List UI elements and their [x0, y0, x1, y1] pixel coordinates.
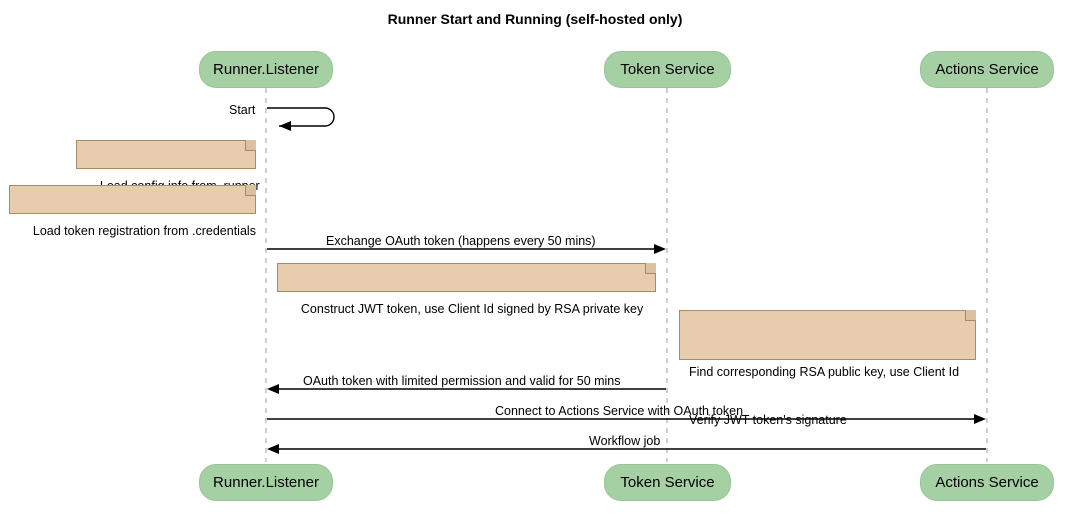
message-arrow-oauth-token-return: [267, 384, 666, 394]
participant-label: Token Service: [620, 474, 715, 491]
message-label-start: Start: [229, 103, 256, 117]
note-text-line-2: Verify JWT token's signature: [689, 413, 847, 427]
message-label-oauth-token-return: OAuth token with limited permission and …: [303, 374, 621, 388]
note-text-line-1: Find corresponding RSA public key, use C…: [689, 365, 960, 379]
message-arrow-start: [267, 107, 335, 131]
note-text: Construct JWT token, use Client Id signe…: [300, 302, 644, 316]
note-load-config: Load config info from .runner: [76, 140, 260, 193]
participant-label: Runner.Listener: [213, 61, 319, 78]
note-text: Load token registration from .credential…: [32, 224, 256, 238]
participant-label: Runner.Listener: [213, 474, 319, 491]
participant-runner-listener-top[interactable]: Runner.Listener: [199, 51, 333, 88]
participant-runner-listener-bottom[interactable]: Runner.Listener: [199, 464, 333, 501]
participant-label: Actions Service: [935, 474, 1039, 491]
diagram-title: Runner Start and Running (self-hosted on…: [387, 11, 683, 27]
participant-token-service-top[interactable]: Token Service: [604, 51, 731, 88]
participant-actions-service-bottom[interactable]: Actions Service: [920, 464, 1054, 501]
participant-label: Token Service: [620, 61, 715, 78]
message-label-workflow-job: Workflow job: [589, 434, 661, 448]
message-arrow-exchange-oauth-token: [267, 244, 666, 254]
note-fold-corner: [645, 263, 656, 274]
participant-actions-service-top[interactable]: Actions Service: [920, 51, 1054, 88]
participant-label: Actions Service: [935, 61, 1039, 78]
message-label-connect-actions-service: Connect to Actions Service with OAuth to…: [495, 404, 744, 418]
note-fold-corner: [245, 140, 256, 151]
participant-token-service-bottom[interactable]: Token Service: [604, 464, 731, 501]
note-construct-jwt: Construct JWT token, use Client Id signe…: [277, 263, 656, 316]
message-arrow-connect-actions-service: [267, 414, 986, 424]
message-label-exchange-oauth-token: Exchange OAuth token (happens every 50 m…: [326, 234, 596, 248]
note-verify-jwt: Find corresponding RSA public key, use C…: [679, 310, 976, 427]
note-fold-corner: [965, 310, 976, 321]
note-fold-corner: [245, 185, 256, 196]
note-load-token-registration: Load token registration from .credential…: [9, 185, 256, 238]
message-arrow-workflow-job: [267, 444, 986, 454]
